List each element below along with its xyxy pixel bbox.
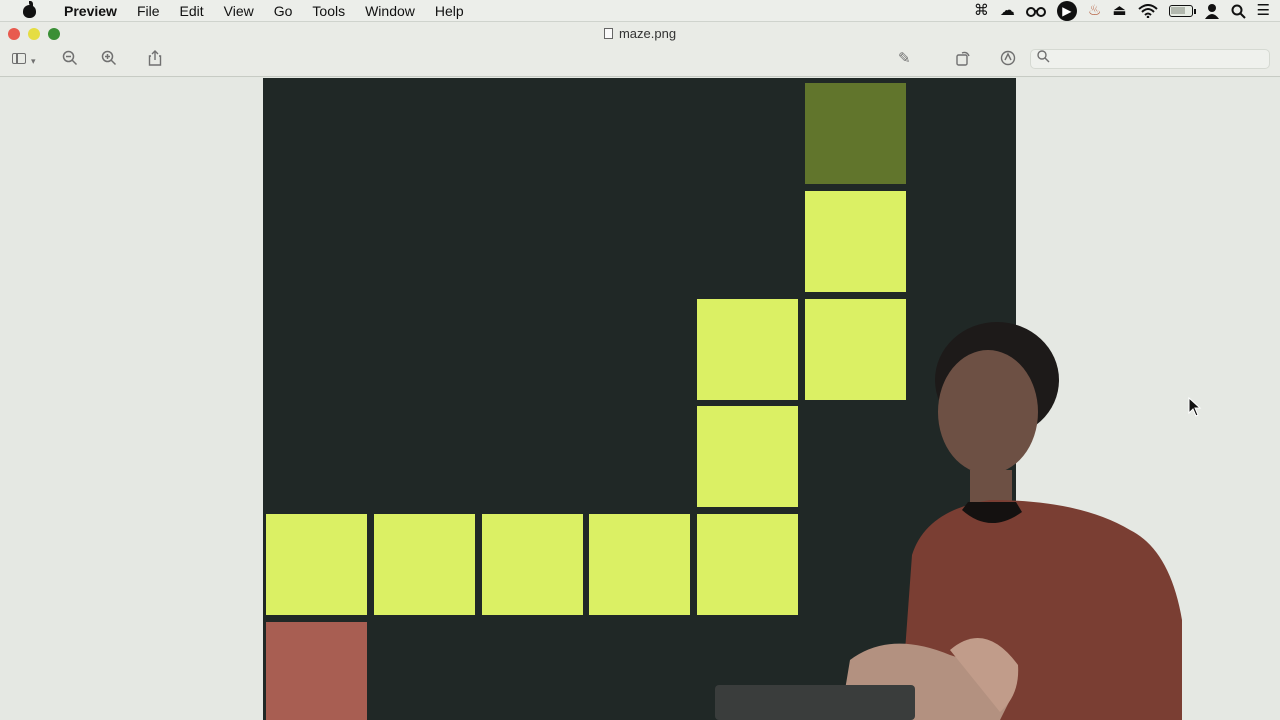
menu-bar: Preview File Edit View Go Tools Window H… <box>0 0 1280 22</box>
menu-window[interactable]: Window <box>365 2 415 19</box>
search-input[interactable] <box>1030 49 1270 69</box>
command-icon[interactable]: ⌘ <box>973 2 989 19</box>
menu-help[interactable]: Help <box>434 2 464 19</box>
maze-cell-path <box>481 514 583 616</box>
close-window-button[interactable] <box>8 28 20 40</box>
maze-cell-path <box>805 298 906 400</box>
status-area: ⌘ ☁ ▶ ♨ ⏏ ☰ <box>974 0 1270 22</box>
rotate-icon[interactable] <box>955 50 971 71</box>
zoom-out-icon[interactable] <box>62 50 78 71</box>
menu-file[interactable]: File <box>136 2 160 19</box>
menu-view[interactable]: View <box>223 2 254 19</box>
annotate-icon[interactable] <box>1000 50 1016 71</box>
sidebar-toggle-icon[interactable] <box>12 53 26 64</box>
maze-cell-goal <box>805 83 906 184</box>
maze-cell-path <box>697 514 799 616</box>
maze-cell-path <box>805 190 906 292</box>
play-icon[interactable]: ▶ <box>1056 1 1077 21</box>
spotlight-icon[interactable] <box>1231 4 1246 19</box>
flame-icon[interactable]: ♨ <box>1087 2 1102 19</box>
document-icon <box>603 28 613 39</box>
menu-tools[interactable]: Tools <box>312 2 346 19</box>
zoom-window-button[interactable] <box>48 28 60 40</box>
battery-icon[interactable] <box>1168 5 1196 17</box>
wifi-icon[interactable] <box>1137 4 1158 18</box>
eject-icon[interactable]: ⏏ <box>1112 2 1127 19</box>
menu-app-name[interactable]: Preview <box>64 2 117 19</box>
share-icon[interactable] <box>148 50 162 71</box>
window-title-text: maze.png <box>618 26 677 41</box>
chevron-down-icon[interactable]: ▾ <box>31 56 36 66</box>
menu-go[interactable]: Go <box>273 2 293 19</box>
maze-cell-path <box>589 514 691 616</box>
presenter-figure <box>715 322 1182 720</box>
user-icon[interactable] <box>1204 3 1220 19</box>
list-icon[interactable]: ☰ <box>1256 2 1270 19</box>
maze-cell-path <box>697 298 799 400</box>
minimize-window-button[interactable] <box>28 28 40 40</box>
apple-menu-icon[interactable] <box>20 0 40 22</box>
markup-pen-icon[interactable]: ✎ <box>898 50 911 67</box>
cloud-icon[interactable]: ☁ <box>999 2 1015 19</box>
maze-cell-start <box>266 622 367 720</box>
maze-cell-path <box>266 514 367 616</box>
maze-cell-path <box>697 406 799 508</box>
maze-cell-path <box>373 514 475 616</box>
window-title: maze.png <box>0 26 1280 41</box>
menu-edit[interactable]: Edit <box>179 2 204 19</box>
glasses-icon[interactable] <box>1025 5 1046 17</box>
mouse-cursor-icon <box>1188 397 1202 417</box>
maze-image <box>263 78 1016 720</box>
zoom-in-icon[interactable] <box>101 50 117 71</box>
search-icon <box>1037 50 1050 68</box>
